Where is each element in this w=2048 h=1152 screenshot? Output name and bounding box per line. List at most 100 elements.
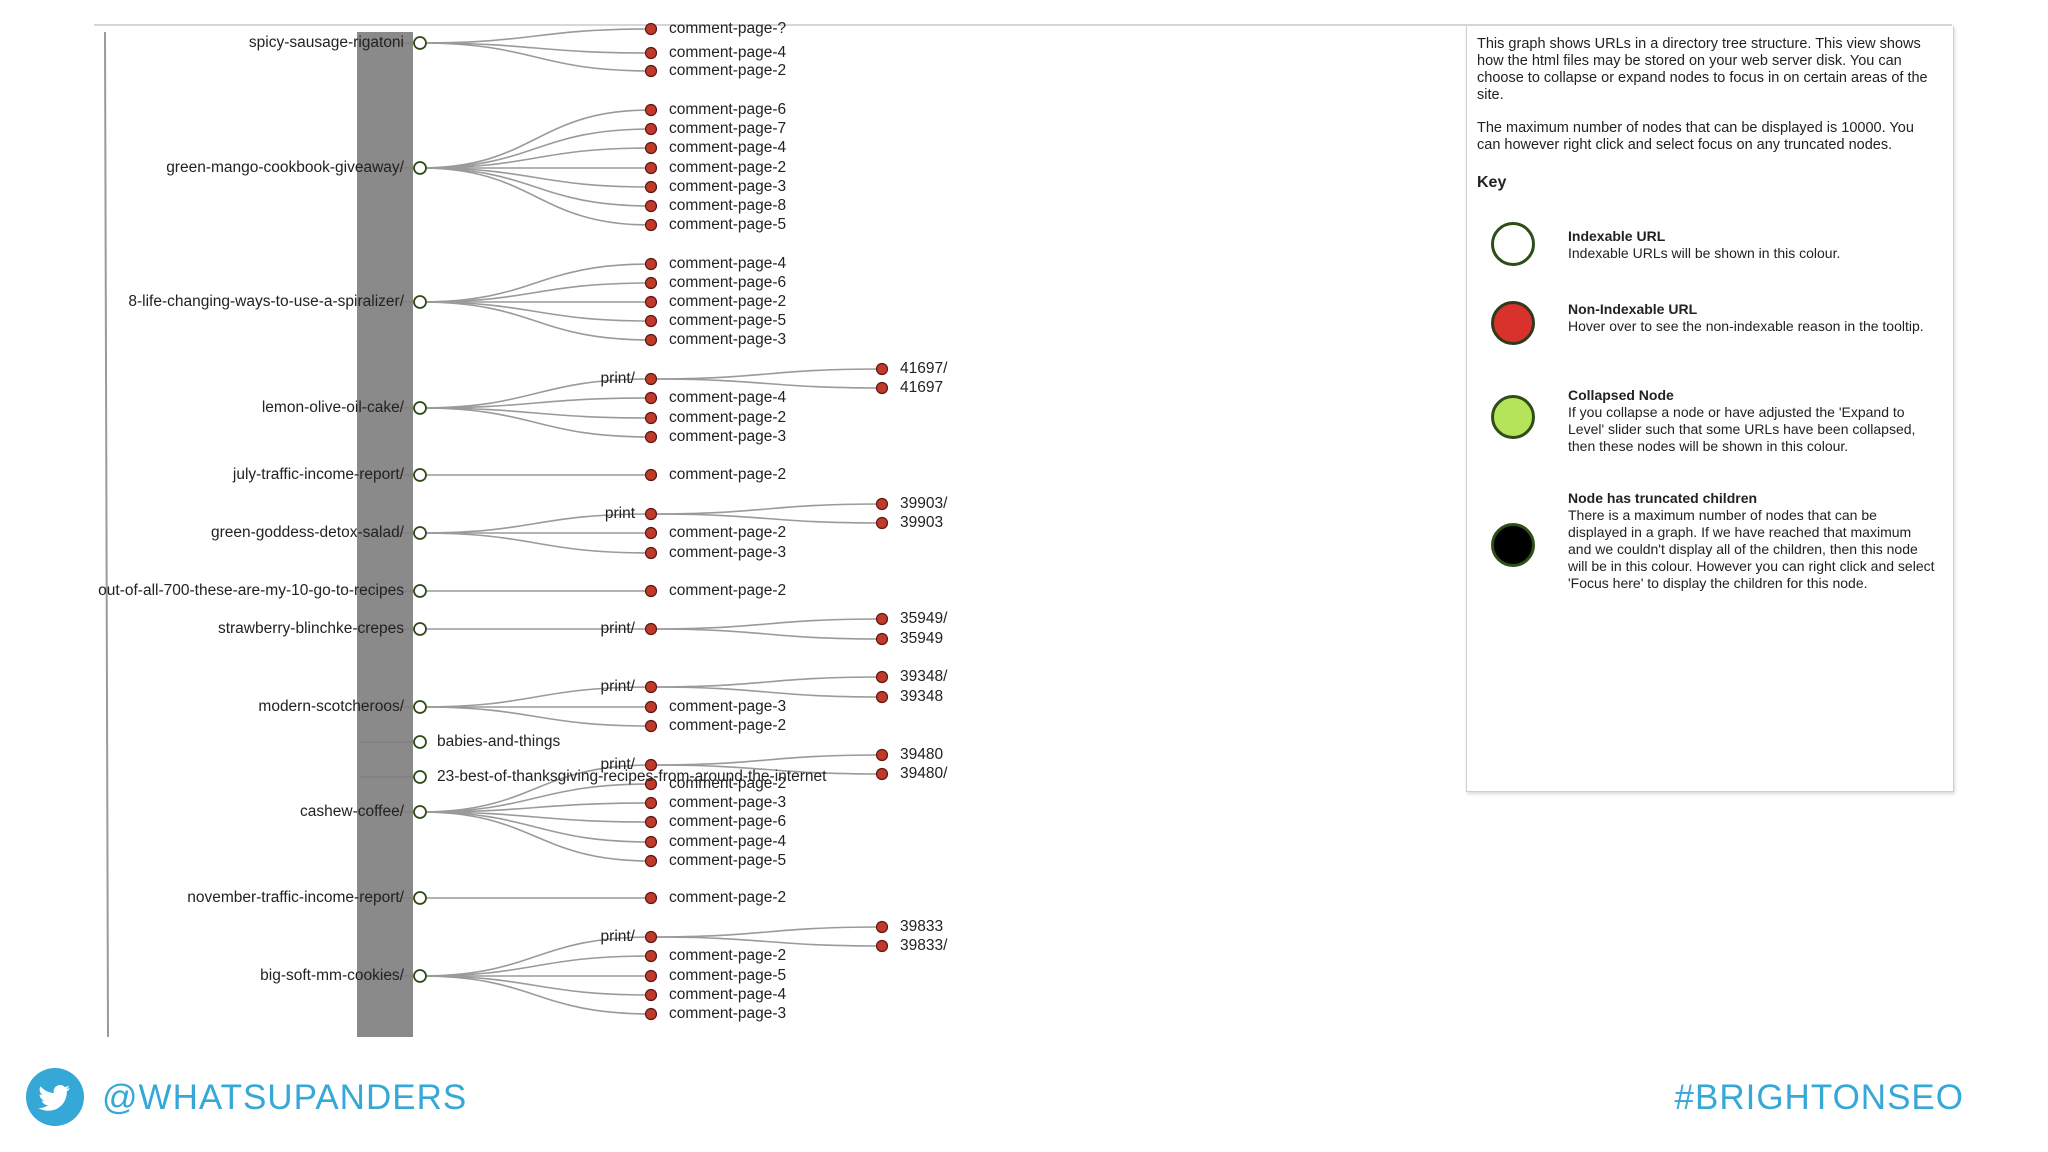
child-label: comment-page-3 [669, 794, 786, 811]
indexable-node[interactable] [413, 891, 427, 905]
root-label: 8-life-changing-ways-to-use-a-spiralizer… [128, 293, 404, 310]
child-label: comment-page-2 [669, 466, 786, 483]
tree-edge [650, 378, 883, 389]
tree-edge [419, 301, 652, 341]
twitter-handle[interactable]: @WHATSUPANDERS [102, 1078, 468, 1117]
non-indexable-node[interactable] [875, 381, 889, 395]
non-indexable-node[interactable] [644, 411, 658, 425]
indexable-node[interactable] [413, 735, 427, 749]
non-indexable-node[interactable] [644, 295, 658, 309]
non-indexable-node[interactable] [644, 891, 658, 905]
root-label: 23-best-of-thanksgiving-recipes-from-aro… [437, 768, 827, 785]
child-label: comment-page-3 [669, 544, 786, 561]
grandchild-label: 39903/ [900, 495, 948, 512]
non-indexable-node[interactable] [875, 920, 889, 934]
indexable-node[interactable] [413, 295, 427, 309]
non-indexable-node[interactable] [644, 180, 658, 194]
non-indexable-node[interactable] [644, 46, 658, 60]
tree-edge [650, 628, 883, 640]
tree-edge [650, 764, 883, 775]
child-label: comment-page-2 [669, 409, 786, 426]
non-indexable-node[interactable] [875, 767, 889, 781]
non-indexable-node[interactable] [644, 507, 658, 521]
child-label: comment-page-3 [669, 1005, 786, 1022]
key-title: Key [1477, 174, 1507, 191]
indexable-node[interactable] [413, 468, 427, 482]
child-label: comment-page-? [669, 20, 787, 37]
indexable-node[interactable] [413, 401, 427, 415]
child-label: comment-page-3 [669, 698, 786, 715]
non-indexable-node[interactable] [644, 796, 658, 810]
indexable-node[interactable] [413, 526, 427, 540]
non-indexable-node[interactable] [644, 161, 658, 175]
indexable-node[interactable] [413, 36, 427, 50]
tree-edge [650, 503, 883, 515]
non-indexable-node[interactable] [644, 430, 658, 444]
non-indexable-node[interactable] [644, 758, 658, 772]
non-indexable-node[interactable] [644, 680, 658, 694]
panel-note: The maximum number of nodes that can be … [1477, 120, 1914, 153]
non-indexable-node[interactable] [875, 497, 889, 511]
non-indexable-node[interactable] [644, 276, 658, 290]
non-indexable-node[interactable] [875, 632, 889, 646]
non-indexable-node[interactable] [644, 949, 658, 963]
non-indexable-node[interactable] [644, 372, 658, 386]
non-indexable-node[interactable] [644, 622, 658, 636]
print-label: print/ [601, 370, 636, 387]
non-indexable-node[interactable] [644, 103, 658, 117]
non-indexable-node[interactable] [644, 122, 658, 136]
non-indexable-node[interactable] [644, 930, 658, 944]
non-indexable-node[interactable] [644, 257, 658, 271]
child-label: comment-page-3 [669, 178, 786, 195]
tree-edge [419, 764, 652, 813]
non-indexable-node[interactable] [644, 777, 658, 791]
non-indexable-node[interactable] [644, 854, 658, 868]
indexable-node[interactable] [413, 584, 427, 598]
non-indexable-node[interactable] [644, 988, 658, 1002]
tree-edge [419, 109, 652, 169]
indexable-node[interactable] [413, 770, 427, 784]
non-indexable-node[interactable] [644, 546, 658, 560]
non-indexable-node[interactable] [644, 141, 658, 155]
root-label: november-traffic-income-report/ [187, 889, 404, 906]
non-indexable-node[interactable] [644, 199, 658, 213]
non-indexable-circle-icon [1491, 301, 1535, 345]
non-indexable-node[interactable] [644, 22, 658, 36]
non-indexable-node[interactable] [644, 700, 658, 714]
tree-edge [419, 532, 652, 554]
non-indexable-node[interactable] [875, 612, 889, 626]
twitter-icon [26, 1068, 84, 1126]
tree-edge [419, 407, 652, 419]
child-label: comment-page-2 [669, 293, 786, 310]
non-indexable-node[interactable] [644, 719, 658, 733]
indexable-node[interactable] [413, 805, 427, 819]
non-indexable-node[interactable] [875, 939, 889, 953]
indexable-node[interactable] [413, 969, 427, 983]
child-label: comment-page-5 [669, 216, 786, 233]
non-indexable-node[interactable] [875, 748, 889, 762]
child-label: comment-page-2 [669, 717, 786, 734]
non-indexable-node[interactable] [875, 670, 889, 684]
non-indexable-node[interactable] [644, 64, 658, 78]
non-indexable-node[interactable] [644, 391, 658, 405]
non-indexable-node[interactable] [644, 218, 658, 232]
non-indexable-node[interactable] [644, 333, 658, 347]
tree-edge [419, 167, 652, 226]
non-indexable-node[interactable] [644, 468, 658, 482]
non-indexable-node[interactable] [875, 362, 889, 376]
non-indexable-node[interactable] [875, 516, 889, 530]
tree-edge [419, 28, 652, 44]
indexable-node[interactable] [413, 700, 427, 714]
indexable-node[interactable] [413, 161, 427, 175]
child-label: comment-page-2 [669, 582, 786, 599]
non-indexable-node[interactable] [644, 835, 658, 849]
indexable-node[interactable] [413, 622, 427, 636]
non-indexable-node[interactable] [644, 815, 658, 829]
non-indexable-node[interactable] [644, 314, 658, 328]
key-truncated-title: Node has truncated children [1568, 490, 1758, 506]
non-indexable-node[interactable] [644, 584, 658, 598]
non-indexable-node[interactable] [875, 690, 889, 704]
non-indexable-node[interactable] [644, 526, 658, 540]
non-indexable-node[interactable] [644, 969, 658, 983]
non-indexable-node[interactable] [644, 1007, 658, 1021]
